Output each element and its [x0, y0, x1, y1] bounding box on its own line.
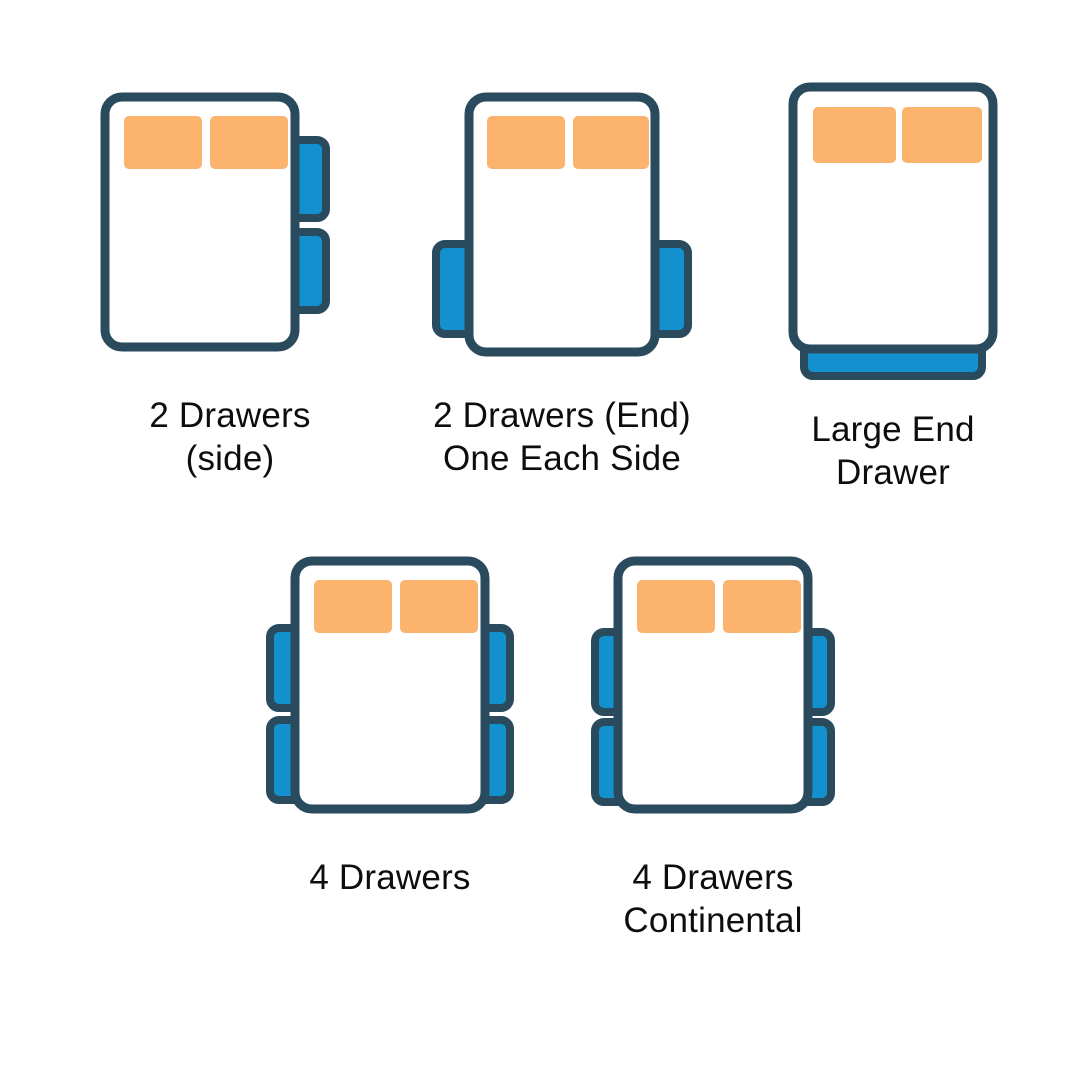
- bed-option-label: 2 Drawers (side): [149, 396, 311, 479]
- pillow-right: [400, 580, 478, 633]
- bed-option-large-end-drawer[interactable]: Large End Drawer: [728, 82, 1058, 495]
- bed-option-four-drawers[interactable]: 4 Drawers: [225, 556, 555, 899]
- bed-option-four-drawers-continental[interactable]: 4 Drawers Continental: [548, 556, 878, 943]
- pillow-left: [487, 116, 565, 169]
- pillow-right: [902, 107, 982, 163]
- pillow-right: [573, 116, 649, 169]
- bed-option-label: 4 Drawers: [309, 858, 471, 897]
- bed-option-label: 4 Drawers Continental: [623, 858, 803, 941]
- bed-diagram-svg: [266, 556, 514, 814]
- bed-diagram-svg: [591, 556, 835, 814]
- bed-diagram-svg: [788, 82, 998, 380]
- bed-diagram-svg: [100, 92, 330, 352]
- pillow-right: [210, 116, 288, 169]
- bed-icon-four-drawers-continental: [590, 556, 836, 816]
- bed-option-two-drawers-side[interactable]: 2 Drawers (side): [60, 92, 400, 481]
- bed-icon-four-drawers: [265, 556, 515, 816]
- bed-icon-two-drawers-side: [100, 92, 360, 372]
- pillow-left: [124, 116, 202, 169]
- bed-diagram-svg: [432, 92, 692, 357]
- bed-option-label: 2 Drawers (End) One Each Side: [433, 396, 691, 479]
- pillow-left: [314, 580, 392, 633]
- pillow-left: [637, 580, 715, 633]
- pillow-right: [723, 580, 801, 633]
- bed-option-label: Large End Drawer: [811, 410, 975, 493]
- bed-icon-large-end-drawer: [788, 82, 998, 382]
- pillow-left: [813, 107, 896, 163]
- bed-icon-two-drawers-end: [431, 92, 693, 372]
- bed-option-two-drawers-end-one-each-side[interactable]: 2 Drawers (End) One Each Side: [392, 92, 732, 481]
